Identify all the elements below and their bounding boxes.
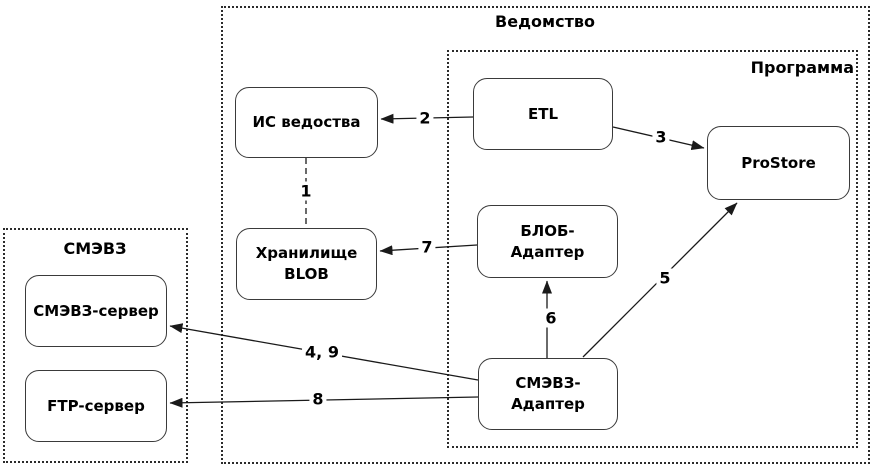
node-is-vedostva: ИС ведоства (235, 87, 378, 158)
edge-label-3: 3 (652, 127, 670, 147)
edge-label-8: 8 (309, 389, 327, 409)
edge-label-4-9: 4, 9 (302, 342, 342, 362)
group-box-vedomstvo (221, 6, 870, 464)
edge-label-5: 5 (656, 268, 674, 288)
group-title-smevz: СМЭВЗ (61, 239, 129, 258)
node-blob-adapter: БЛОБ-Адаптер (477, 205, 618, 278)
edge-label-1: 1 (297, 181, 315, 201)
group-box-programma (447, 50, 858, 448)
edge-label-2: 2 (416, 108, 434, 128)
node-etl: ETL (473, 78, 613, 150)
node-smevz-server: СМЭВЗ-сервер (25, 275, 167, 347)
node-smevz-adapter: СМЭВЗ-Адаптер (478, 358, 618, 430)
group-title-vedomstvo: Ведомство (493, 12, 597, 31)
edge-label-6: 6 (542, 308, 560, 328)
node-ftp-server: FTP-сервер (25, 370, 167, 442)
group-title-programma: Программа (748, 58, 856, 77)
node-storage-blob: Хранилище BLOB (236, 228, 377, 300)
group-box-smevz (3, 228, 188, 463)
edge-label-7: 7 (418, 237, 436, 257)
node-prostore: ProStore (707, 126, 850, 200)
